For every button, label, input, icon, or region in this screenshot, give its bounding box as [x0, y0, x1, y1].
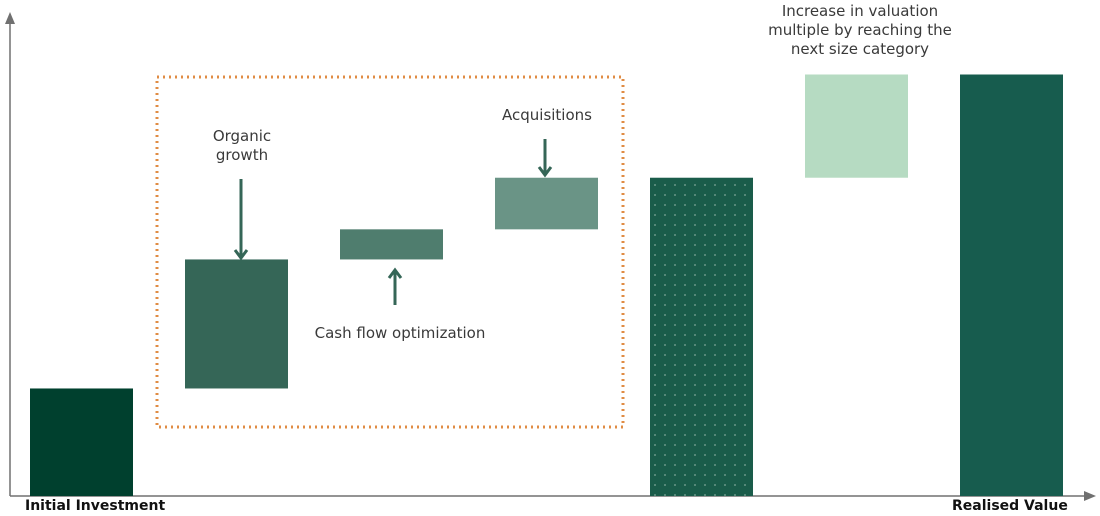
annotation-acquisitions: Acquisitions: [502, 106, 592, 124]
bar-subtotal: [650, 177, 753, 496]
bar-realised-value: [960, 74, 1063, 496]
annotation-valuation-multiple: Increase in valuation multiple by reachi…: [768, 2, 952, 58]
bar-initial-investment: [30, 388, 133, 496]
bar-cash-flow-optimization: [340, 229, 443, 260]
bar-acquisitions: [495, 177, 598, 230]
annotation-cash-flow-optimization: Cash flow optimization: [314, 324, 486, 342]
y-axis-arrow-icon: [5, 12, 15, 24]
annotation-organic-growth: Organic growth: [212, 127, 272, 164]
acquisitions-arrow: [537, 139, 553, 178]
bar-organic-growth: [185, 259, 288, 389]
bar-increase-in-valuation-multiple-by-reachi: [805, 74, 908, 178]
x-label-realised-value: Realised Value: [952, 498, 1068, 514]
x-axis-arrow-icon: [1084, 491, 1096, 501]
organic-growth-arrow: [233, 179, 249, 261]
x-label-initial-investment: Initial Investment: [25, 498, 166, 514]
cash-flow-arrow: [387, 267, 403, 305]
